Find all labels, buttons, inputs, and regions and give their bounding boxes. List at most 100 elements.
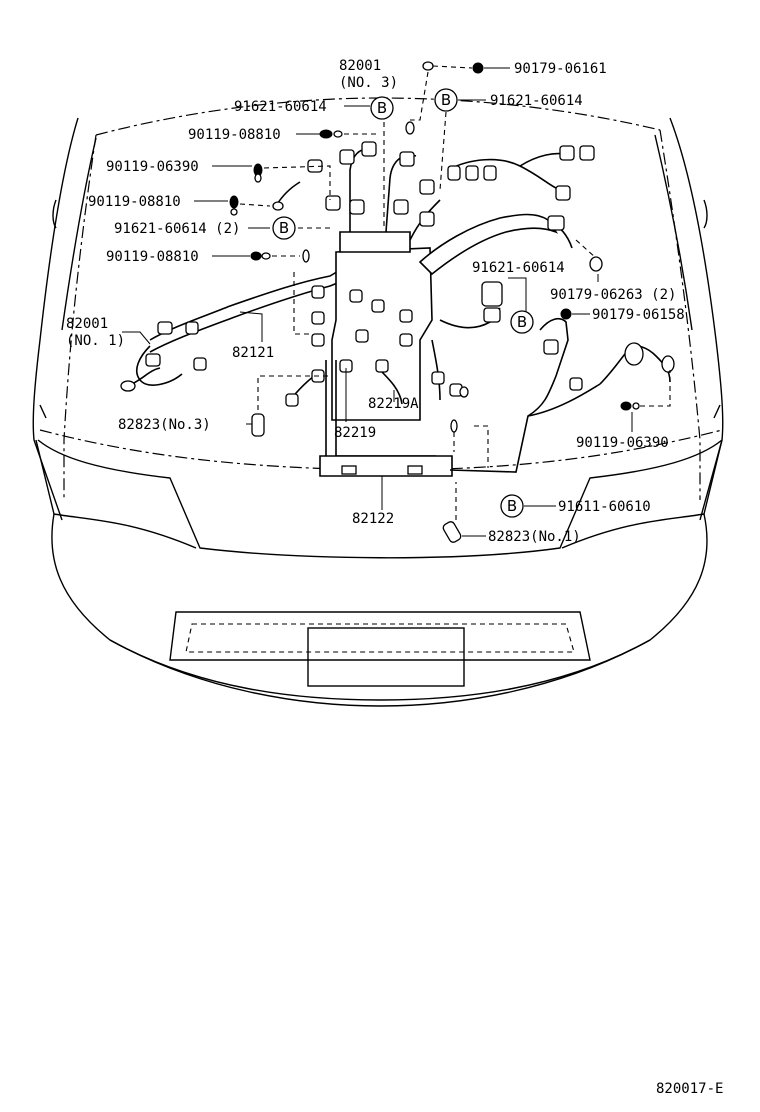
central-upper-module [339,231,411,253]
label-82001-no3-sub: (NO. 3) [339,75,398,91]
label-90119-08810-b: 90119-08810 [88,194,181,210]
label-82823-no3: 82823(No.3) [118,417,211,433]
clip-91611-60610 [450,419,458,433]
reference-dashed-lines [239,65,671,520]
connector-center-11 [285,393,299,407]
leader-91621-c [508,277,527,312]
bolt-90119-06390-b-tip [632,402,640,410]
connector-82001-no1-d [185,321,199,335]
connector-82001-no1-a [157,321,173,335]
right-corner-mark [713,404,721,419]
label-82219: 82219 [334,425,376,441]
ref-line-82823-no3 [257,375,330,410]
bolt-90119-08810-c-tip [261,252,271,260]
connector-fender-1 [543,339,559,355]
connector-82001-no1-e [120,380,136,392]
harness-fender-branch-b [527,383,601,417]
left-mirror-mark [52,199,57,229]
figure-id: 820017-E [656,1081,723,1097]
bolt-90119-08810-c [250,251,262,261]
callout-b-markers: B B B B B [272,88,534,518]
connector-top-right-4 [559,145,575,161]
bolt-90119-08810-a [319,129,333,139]
label-82001-no1-sub: (NO. 1) [66,333,125,349]
connector-center-5 [371,299,385,313]
connector-upper-4 [419,179,435,195]
label-82001-no3: 82001 [339,58,381,74]
license-plate [307,627,465,687]
label-82219A: 82219A [368,396,419,412]
engine-wire-harness [131,148,671,477]
connector-82001-no1-c [193,357,207,371]
ref-line-90119-06390-a [263,165,331,200]
ref-line-91611 [453,425,489,468]
hood-left-edge [63,134,97,500]
ref-line-82121-left [293,272,312,335]
left-fender-line [32,117,79,521]
connector-center-4 [349,289,363,303]
connector-right-91621-b [483,307,501,323]
connector-82001-no1-b [145,353,161,367]
bolt-90119-08810-a-tip [333,130,343,138]
connector-fender-coil [624,342,644,366]
part-number-labels: 82001 (NO. 3) 90179-06161 91621-60614 91… [66,58,685,545]
hood-right-edge [659,129,701,500]
bolt-90119-06390-a-tip [254,173,262,183]
connector-top-right-2 [465,165,479,181]
harness-right-lower-b [431,339,441,401]
leader-82001-no1 [122,331,151,345]
connector-upper-3 [399,151,415,167]
label-90179-06158: 90179-06158 [592,307,685,323]
right-headlight [561,439,723,549]
left-headlight [35,439,197,549]
connector-upper-5 [325,195,341,211]
callout-b-1 [370,96,394,120]
connector-upper-1 [339,149,355,165]
callout-b-1-letter: B [377,99,387,117]
label-90179-06263-2: 90179-06263 (2) [550,287,676,303]
clip-91621-60614-b [272,201,284,211]
connector-center-7 [399,309,413,323]
connector-center-6 [355,329,369,343]
label-90119-06390-b: 90119-06390 [576,435,669,451]
connector-center-1 [311,285,325,299]
clip-90179-06161 [472,62,484,74]
label-91621-60614-b: 91621-60614 [490,93,583,109]
grommet-top-right [405,121,415,135]
harness-82001-no1-lead-b [131,367,161,385]
front-panel-line [39,429,723,471]
harness-82121-branch [149,269,341,341]
callout-b-3-letter: B [279,219,289,237]
fasteners [229,61,640,433]
label-90179-06161: 90179-06161 [514,61,607,77]
harness-82121-branch-b [149,281,341,353]
callout-b-2 [434,88,458,112]
callout-b-4 [510,310,534,334]
clip-lower-right [459,386,469,398]
leader-82121 [239,311,263,342]
callout-b-3 [272,216,296,240]
label-82121: 82121 [232,345,274,361]
connector-upper-7 [393,199,409,215]
connector-top-right-6 [555,185,571,201]
connector-fender-3 [661,355,675,373]
connector-right-91621 [481,281,503,307]
connector-center-10 [375,359,389,373]
lower-intake [169,611,591,661]
callout-b-5 [500,494,524,518]
connector-center-3 [311,333,325,347]
connector-center-13 [431,371,445,385]
tray-clip-right [407,465,423,475]
ref-line-91621-b [439,111,447,191]
fusible-link-82823-no1 [442,521,462,543]
clip-90179-06158 [560,308,572,320]
harness-top-right [447,158,561,191]
connector-fender-4 [589,256,603,272]
label-82823-no1: 82823(No.1) [488,529,581,545]
ref-line-90179-06161 [432,65,473,69]
harness-fender-branch [449,317,569,473]
bumper-outline [51,513,708,707]
label-90119-06390-a: 90119-06390 [106,159,199,175]
callout-b-2-letter: B [441,91,451,109]
